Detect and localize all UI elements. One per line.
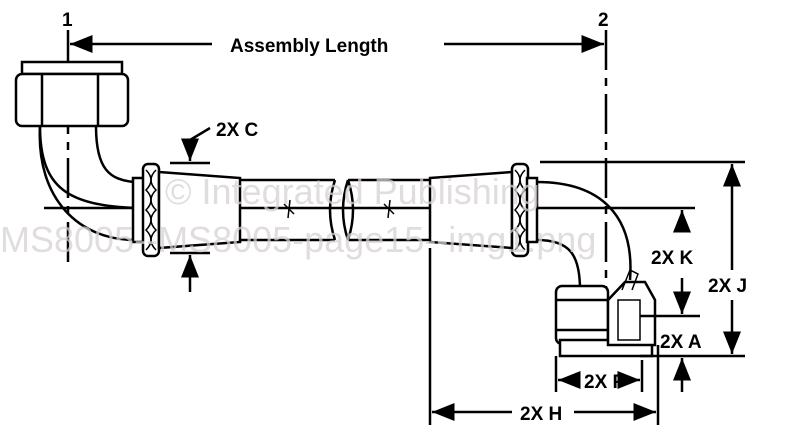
left-nut [14,60,130,128]
right-elbow-outer [536,180,632,281]
left-fitting [131,162,242,258]
right-fitting [428,162,539,258]
left-elbow [38,125,136,210]
dim-h-label: 2X H [520,404,562,425]
left-elbow-inner [94,125,136,184]
dim-j-label: 2X J [708,276,747,297]
dim-k-label: 2X K [651,248,694,269]
assembly-length-label: Assembly Length [230,36,388,57]
dim-f-label: 2X F [584,372,624,393]
dim-c-label: 2X C [216,120,259,141]
right-elbow-inner [536,238,582,291]
watermark-line-2: MS8005--MS8005-page15--img1.png [0,219,596,260]
left-elbow-outer [38,125,136,242]
hose [240,178,430,242]
right-nut [554,268,657,358]
station-2-label: 2 [598,10,609,31]
dim-a-label: 2X A [660,332,702,353]
watermark-line-1: © Integrated Publishing [165,171,540,212]
dim-c-arrow-top [190,126,210,161]
station-1-label: 1 [62,10,73,31]
